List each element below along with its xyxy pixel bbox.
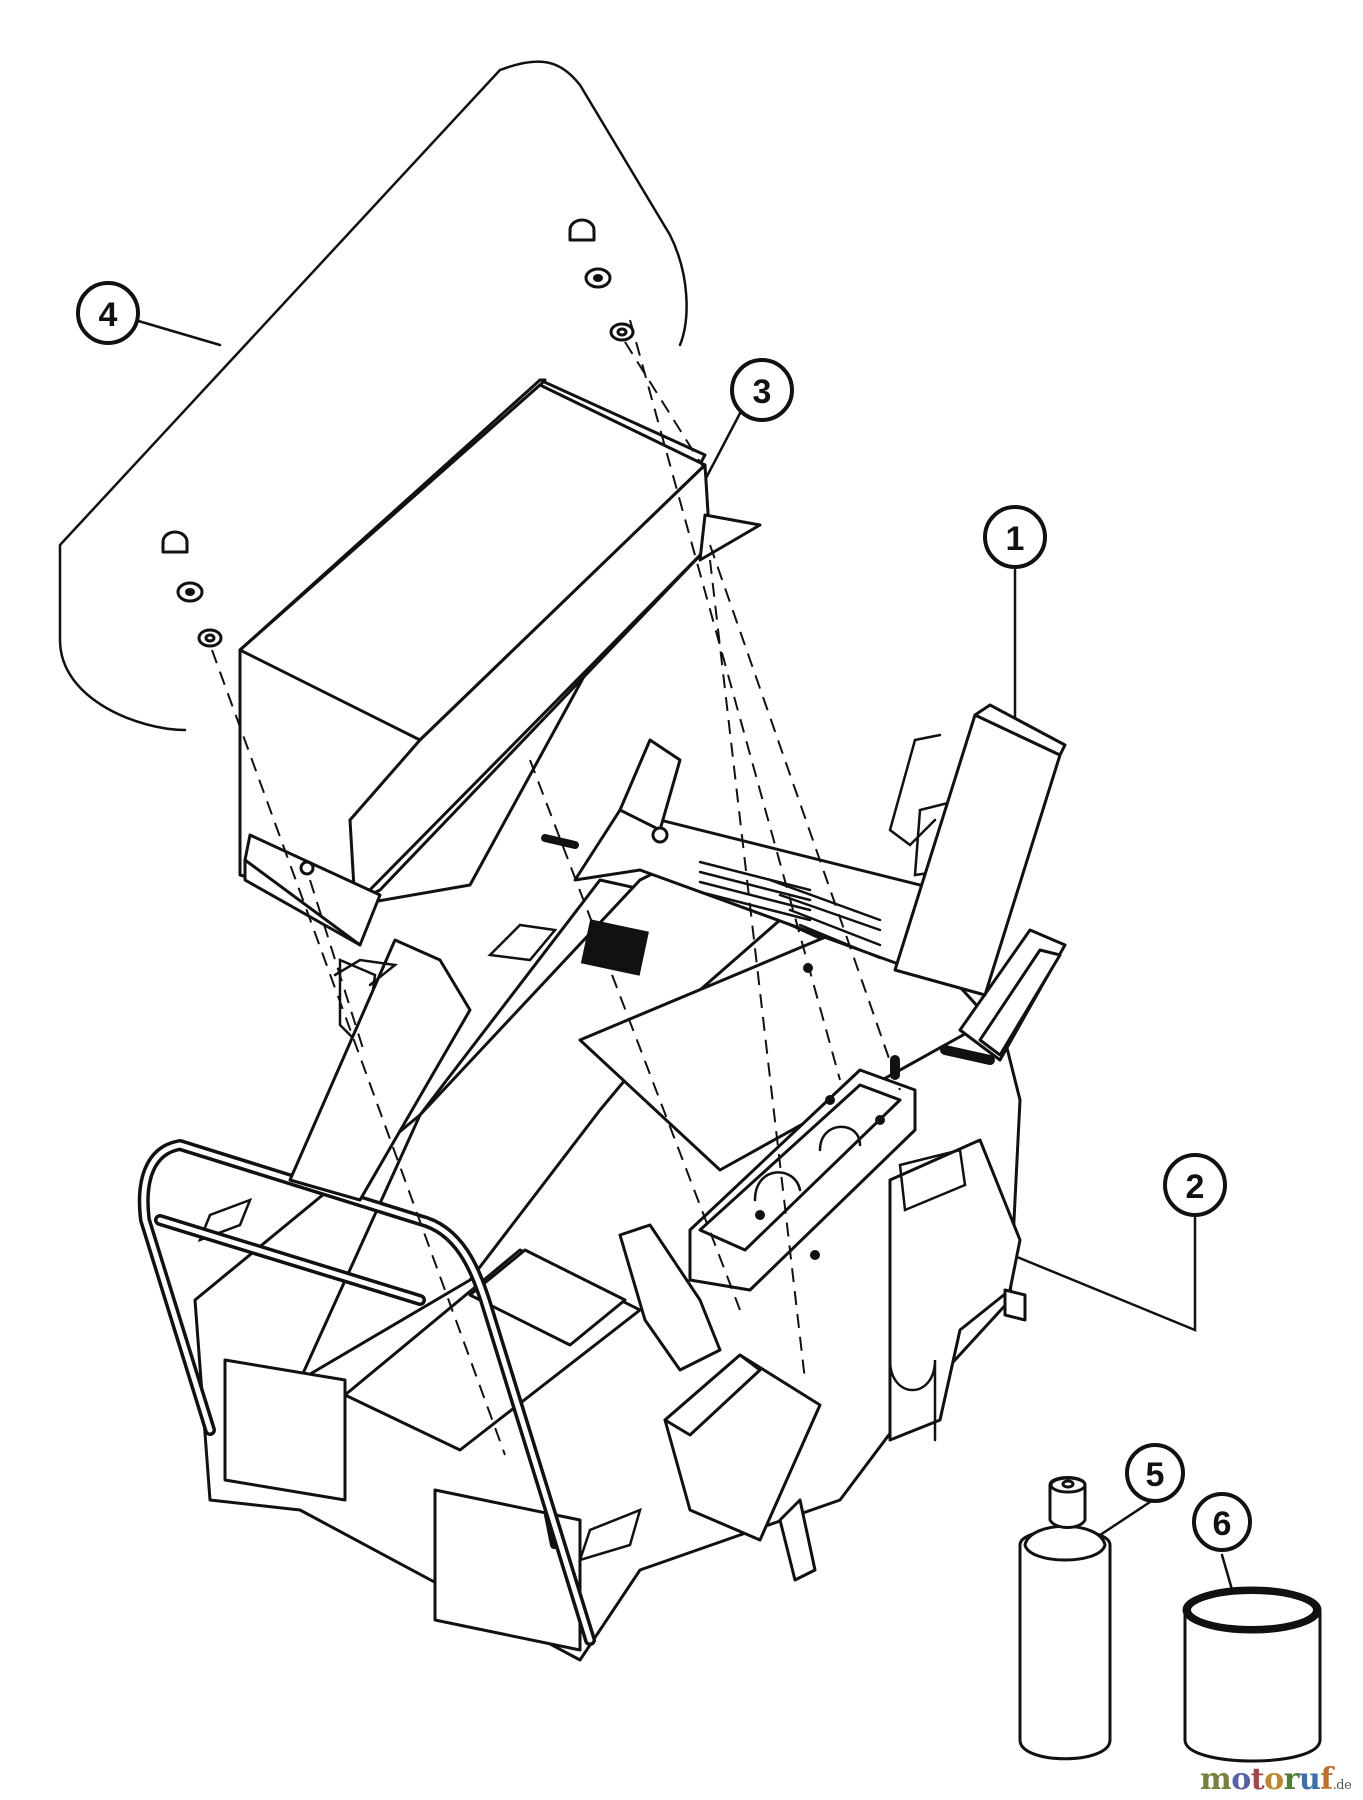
callout-1: 1: [983, 505, 1047, 569]
part-3-cover: [238, 378, 762, 947]
leader-line-4: [133, 318, 222, 347]
watermark-letter: o: [1231, 1762, 1251, 1797]
part-5-spray-can: [1018, 1476, 1112, 1761]
watermark-suffix: .de: [1332, 1778, 1352, 1793]
leader-line-2: [998, 1216, 1197, 1332]
watermark-letter: u: [1298, 1762, 1321, 1797]
hardware-stack-right: [568, 218, 635, 342]
assembly-lines: [211, 319, 901, 1456]
group-bracket-4: [58, 60, 688, 732]
callout-number-2: 2: [1186, 1168, 1205, 1206]
callout-3: 3: [730, 358, 794, 422]
side-shield: [288, 938, 472, 1202]
hardware-stack-left: [161, 530, 223, 648]
watermark-logo: motoruf.de: [1200, 1762, 1352, 1797]
hopper-frame: [137, 738, 1067, 1662]
callout-number-3: 3: [753, 373, 772, 411]
watermark-letter: f: [1320, 1762, 1333, 1797]
watermark-letter: r: [1283, 1762, 1300, 1797]
watermark-letter: m: [1200, 1762, 1232, 1797]
part-6-paint-can: [1182, 1586, 1322, 1763]
watermark-letter: o: [1264, 1762, 1284, 1797]
callout-6: 6: [1192, 1492, 1252, 1552]
callout-number-5: 5: [1146, 1456, 1165, 1494]
callout-number-4: 4: [99, 296, 118, 334]
callout-number-1: 1: [1006, 520, 1025, 558]
callout-4: 4: [76, 281, 140, 345]
callout-5: 5: [1125, 1443, 1185, 1503]
callout-number-6: 6: [1213, 1505, 1232, 1543]
watermark-letter: t: [1250, 1762, 1265, 1797]
part-1-shield: [888, 703, 1067, 997]
callout-2: 2: [1163, 1153, 1227, 1217]
